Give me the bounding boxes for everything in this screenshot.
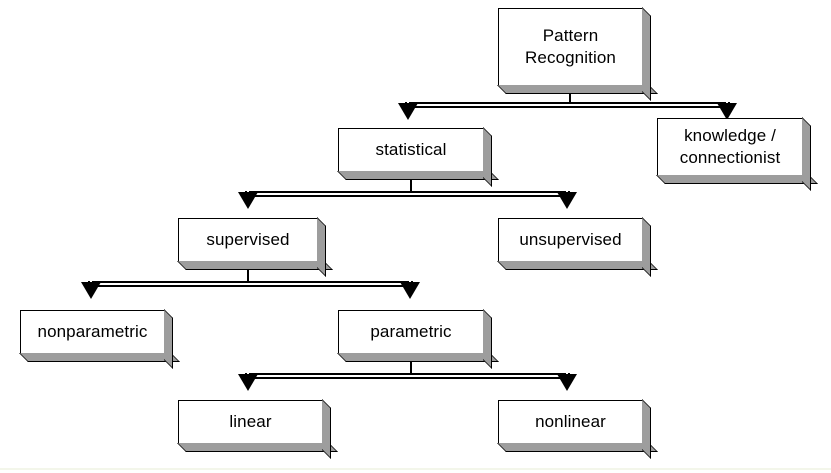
node-label-unsupervised: unsupervised	[519, 230, 622, 250]
node-linear[interactable]: linear	[178, 400, 323, 444]
edge-arrow-to-supervised	[238, 192, 258, 209]
edge-arrow-to-unsupervised	[557, 192, 577, 209]
node-nonlinear[interactable]: nonlinear	[498, 400, 643, 444]
node-knowledge-connectionist[interactable]: knowledge / connectionist	[657, 118, 803, 176]
node-statistical[interactable]: statistical	[338, 128, 484, 172]
node-label-knowledge-connectionist: knowledge / connectionist	[679, 126, 781, 167]
node-nonparametric[interactable]: nonparametric	[20, 310, 165, 354]
node-label-nonlinear: nonlinear	[535, 412, 606, 432]
node-label-parametric: parametric	[370, 322, 452, 342]
edge-arrow-to-knowledge-connectionist	[717, 103, 737, 120]
edge-bar-pattern-recognition	[405, 102, 730, 108]
edge-arrow-to-nonparametric	[81, 282, 101, 299]
edge-arrow-to-linear	[238, 374, 258, 391]
edge-bar-supervised	[88, 281, 413, 287]
edge-arrow-to-statistical	[398, 103, 418, 120]
edge-arrow-to-nonlinear	[557, 374, 577, 391]
node-pattern-recognition[interactable]: Pattern Recognition	[498, 8, 643, 86]
node-label-supervised: supervised	[206, 230, 290, 250]
edge-stem-pattern-recognition	[569, 86, 571, 105]
edge-stem-parametric	[410, 354, 412, 375]
edge-arrow-to-parametric	[400, 282, 420, 299]
edge-stem-supervised	[247, 262, 249, 283]
edge-bar-parametric	[245, 373, 570, 379]
node-unsupervised[interactable]: unsupervised	[498, 218, 643, 262]
node-label-linear: linear	[229, 412, 272, 432]
node-supervised[interactable]: supervised	[178, 218, 318, 262]
node-label-nonparametric: nonparametric	[37, 322, 148, 342]
node-label-pattern-recognition: Pattern Recognition	[525, 26, 616, 67]
edge-bar-statistical	[245, 191, 570, 197]
page-bottom-rule	[0, 468, 831, 470]
node-label-statistical: statistical	[375, 140, 447, 160]
node-parametric[interactable]: parametric	[338, 310, 484, 354]
edge-stem-statistical	[410, 172, 412, 193]
